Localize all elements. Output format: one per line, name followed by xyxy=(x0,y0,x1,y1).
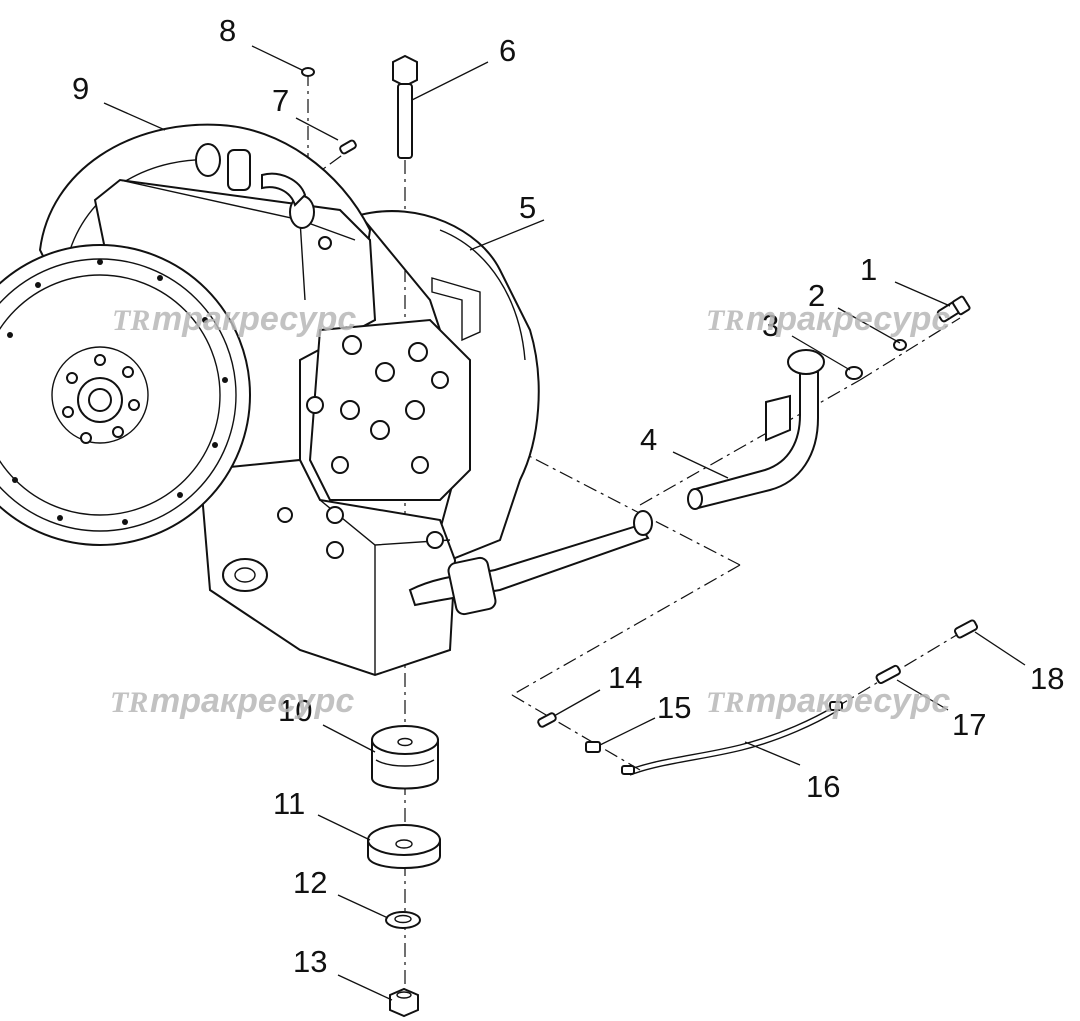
washer-part-12 xyxy=(385,911,421,929)
callout-numbers: 1 2 3 4 5 6 7 8 9 10 11 12 13 14 15 16 1… xyxy=(72,13,1064,979)
leader-lines xyxy=(103,45,1026,1001)
adapter-part-17 xyxy=(875,664,901,684)
callout-13: 13 xyxy=(293,944,327,979)
watermark-text: тракресурс xyxy=(746,300,950,338)
callout-11: 11 xyxy=(273,786,305,821)
callout-14: 14 xyxy=(608,660,642,695)
callout-7: 7 xyxy=(272,83,289,118)
callout-18: 18 xyxy=(1030,661,1064,696)
sensor-part-18 xyxy=(953,619,979,639)
watermark-logo: TR xyxy=(112,304,150,337)
callout-3: 3 xyxy=(762,308,779,343)
callout-1: 1 xyxy=(860,252,877,287)
nut-part-13 xyxy=(389,987,419,1018)
callout-17: 17 xyxy=(952,707,986,742)
watermark-bottom-right: TR тракресурс xyxy=(706,682,950,720)
callout-5: 5 xyxy=(519,190,536,225)
washer-part-11 xyxy=(367,824,441,869)
callout-10: 10 xyxy=(278,693,312,728)
watermark-logo: TR xyxy=(706,304,744,337)
bolt-part-1 xyxy=(936,295,971,323)
mount-part-10 xyxy=(371,725,439,790)
callout-9: 9 xyxy=(72,71,89,106)
bolt-part-6 xyxy=(392,54,418,159)
pin-part-7 xyxy=(339,139,357,155)
watermark-text: тракресурс xyxy=(746,682,950,720)
watermark-top-right: TR тракресурс xyxy=(706,300,950,338)
watermark-bottom-left: TR тракресурс xyxy=(110,682,354,720)
callout-12: 12 xyxy=(293,865,327,900)
transmission-assembly xyxy=(0,123,653,677)
watermark-top-left: TR тракресурс xyxy=(112,300,356,338)
watermark-logo: TR xyxy=(110,686,148,719)
watermark-logo: TR xyxy=(706,686,744,719)
watermark-text: тракресурс xyxy=(152,300,356,338)
callout-2: 2 xyxy=(808,278,825,313)
watermark-text: тракресурс xyxy=(150,682,354,720)
union-part-15 xyxy=(585,741,601,753)
washer-part-8 xyxy=(301,67,315,77)
callout-8: 8 xyxy=(219,13,236,48)
fitting-part-14 xyxy=(537,712,557,728)
callout-16: 16 xyxy=(806,769,840,804)
filler-tube-part-4 xyxy=(687,349,825,510)
callout-6: 6 xyxy=(499,33,516,68)
hose-part-16 xyxy=(621,701,843,776)
callout-15: 15 xyxy=(657,690,691,725)
flywheel-bolts xyxy=(7,259,228,525)
callout-4: 4 xyxy=(640,422,657,457)
o-ring-part-2 xyxy=(893,339,907,351)
